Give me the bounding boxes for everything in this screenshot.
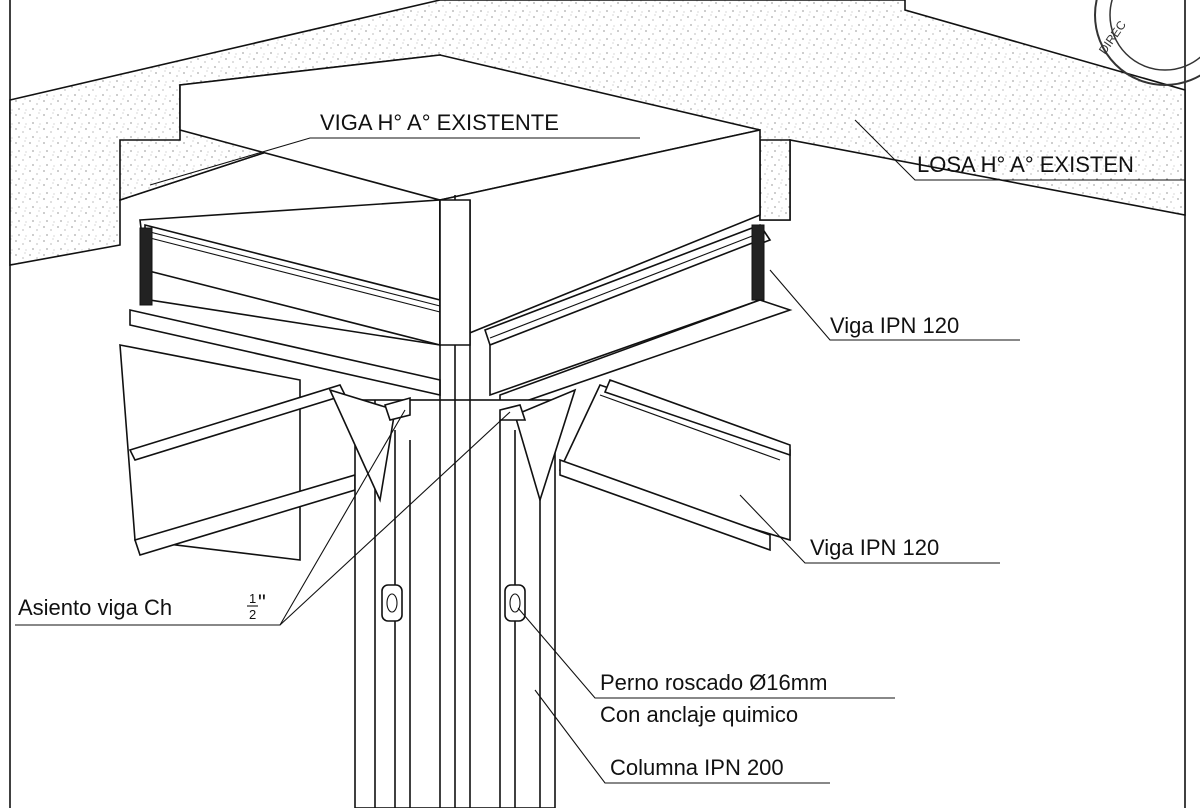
label-viga-ipn-upper: Viga IPN 120 xyxy=(830,313,959,338)
label-columna: Columna IPN 200 xyxy=(610,755,784,780)
label-asiento-frac-den: 2 xyxy=(249,607,256,622)
seat-bracket-right xyxy=(499,388,577,503)
leader-viga-ipn-upper xyxy=(769,269,1020,341)
leader-perno xyxy=(517,607,895,699)
lower-ipn-beam-left xyxy=(119,344,356,561)
label-anclaje: Con anclaje quimico xyxy=(600,702,798,727)
seat-bracket-left xyxy=(328,388,411,503)
lower-ipn-beam-right xyxy=(558,378,791,552)
leader-losa-existente xyxy=(854,119,1185,181)
label-asiento-viga: Asiento viga Ch xyxy=(18,595,172,620)
label-asiento-frac-num: 1 xyxy=(249,591,256,606)
label-viga-ipn-lower: Viga IPN 120 xyxy=(810,535,939,560)
leader-viga-existente xyxy=(149,137,640,186)
bolt-left xyxy=(381,584,403,622)
leader-asiento-right xyxy=(279,411,511,626)
leader-viga-ipn-lower xyxy=(739,494,1000,564)
bolt-right xyxy=(504,584,526,622)
leader-lines xyxy=(15,119,1185,784)
leader-columna xyxy=(534,689,830,784)
label-viga-existente: VIGA H° A° EXISTENTE xyxy=(320,110,559,135)
upper-ipn-beam-left xyxy=(129,223,441,397)
label-asiento-inch: " xyxy=(258,590,266,615)
label-perno: Perno roscado Ø16mm xyxy=(600,670,827,695)
upper-ipn-beam-right xyxy=(483,224,793,412)
label-losa-existente: LOSA H° A° EXISTEN xyxy=(917,152,1134,177)
